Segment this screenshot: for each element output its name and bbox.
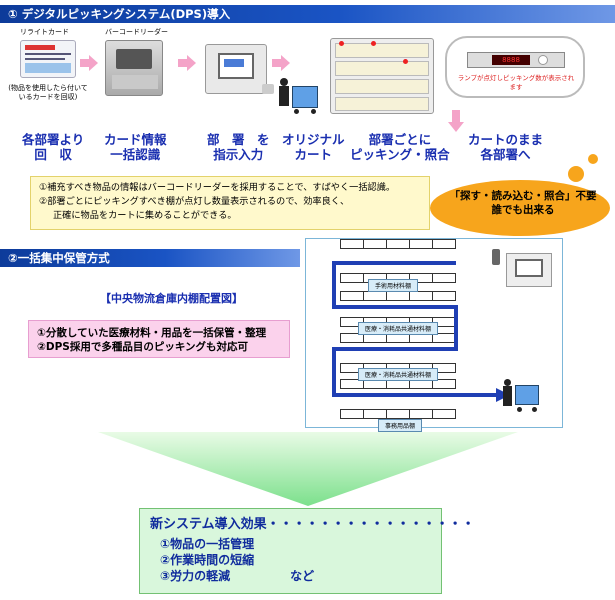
step-recognize: カード情報一括認識: [104, 132, 167, 162]
step-line: 回 収: [22, 147, 84, 162]
storage-points: ①分散していた医療材料・用品を一括保管・整理 ②DPS採用で多種品目のピッキング…: [28, 320, 290, 358]
effects-item: ③労力の軽減 など: [160, 568, 431, 584]
arrow-icon: [272, 55, 290, 71]
storage-point: ①分散していた医療材料・用品を一括保管・整理: [37, 326, 281, 340]
step-line: 部 署 を: [207, 132, 270, 147]
cloud-line: 誰でも出来る: [440, 203, 606, 217]
effects-item: ②作業時間の短縮: [160, 552, 431, 568]
arrow-icon: [178, 55, 196, 71]
arrow-icon: [80, 55, 98, 71]
note-line: ②部署ごとにピッキングすべき棚が点灯し数量表示されるので、効率良く、: [39, 195, 421, 209]
step-line: カード情報: [104, 132, 167, 147]
step-line: カートのまま: [468, 132, 543, 147]
step-deliver: カートのまま各部署へ: [468, 132, 543, 162]
down-arrow-icon: [98, 432, 518, 506]
storage-point: ②DPS採用で多種品目のピッキングも対応可: [37, 340, 281, 354]
note-line: 正確に物品をカートに集めることができる。: [39, 209, 421, 223]
effects-item: ①物品の一括管理: [160, 536, 431, 552]
note-line: ①補充すべき物品の情報はバーコードリーダーを採用することで、すばやく一括認識。: [39, 181, 421, 195]
cloud-bubble: [588, 154, 598, 164]
worker-cart-image: [262, 78, 322, 116]
picking-shelf-image: [330, 38, 434, 114]
section1-title: ① デジタルピッキングシステム(DPS)導入: [8, 7, 230, 21]
step-line: ピッキング・照合: [350, 147, 450, 162]
step-line: 指示入力: [207, 147, 270, 162]
step-line: オリジナル: [282, 132, 345, 147]
step-line: 部署ごとに: [350, 132, 450, 147]
relight-card-label: リライトカード: [20, 27, 69, 37]
barcode-reader-image: [105, 40, 163, 96]
effects-box: 新システム導入効果・・・・・・・・・・・・・・・・ ①物品の一括管理 ②作業時間…: [139, 508, 442, 594]
step-collect: 各部署より回 収: [22, 132, 84, 162]
map-worker-cart-image: [502, 379, 548, 415]
map-scanner-icon: [492, 249, 500, 265]
step-cart: オリジナルカート: [282, 132, 345, 162]
map-terminal-image: [506, 253, 552, 287]
step-input: 部 署 を指示入力: [207, 132, 270, 162]
terminal-monitor-image: [205, 44, 267, 94]
warehouse-map: 手術用材料棚 医療・消耗品共通材料棚 医療・消耗品共通材料棚 事務用品棚: [305, 238, 563, 428]
step-picking: 部署ごとにピッキング・照合: [350, 132, 450, 162]
step-line: 各部署より: [22, 132, 84, 147]
map-title: 【中央物流倉庫内棚配置図】: [100, 290, 243, 306]
lamp-note: ランプが点灯しピッキング数が表示されます: [457, 74, 575, 92]
lamp-callout: 8888 ランプが点灯しピッキング数が表示されます: [445, 36, 585, 98]
arrow-icon: [448, 110, 464, 132]
section2-header: ②一括集中保管方式: [0, 249, 300, 267]
relight-card-note: (物品を使用したら付いているカードを回収): [8, 84, 88, 102]
step-line: カート: [282, 147, 345, 162]
dps-notes: ①補充すべき物品の情報はバーコードリーダーを採用することで、すばやく一括認識。 …: [30, 176, 430, 230]
cloud-text: 「探す・読み込む・照合」不要 誰でも出来る: [440, 189, 606, 217]
cloud-line: 「探す・読み込む・照合」不要: [440, 189, 606, 203]
step-line: 各部署へ: [468, 147, 543, 162]
cloud-bubble: [568, 166, 584, 182]
section2-title: ②一括集中保管方式: [8, 251, 110, 265]
step-line: 一括認識: [104, 147, 167, 162]
effects-title: 新システム導入効果・・・・・・・・・・・・・・・・: [150, 513, 431, 532]
section1-header: ① デジタルピッキングシステム(DPS)導入: [0, 5, 615, 23]
relight-card-image: [20, 40, 76, 78]
barcode-reader-label: バーコードリーダー: [105, 27, 168, 37]
